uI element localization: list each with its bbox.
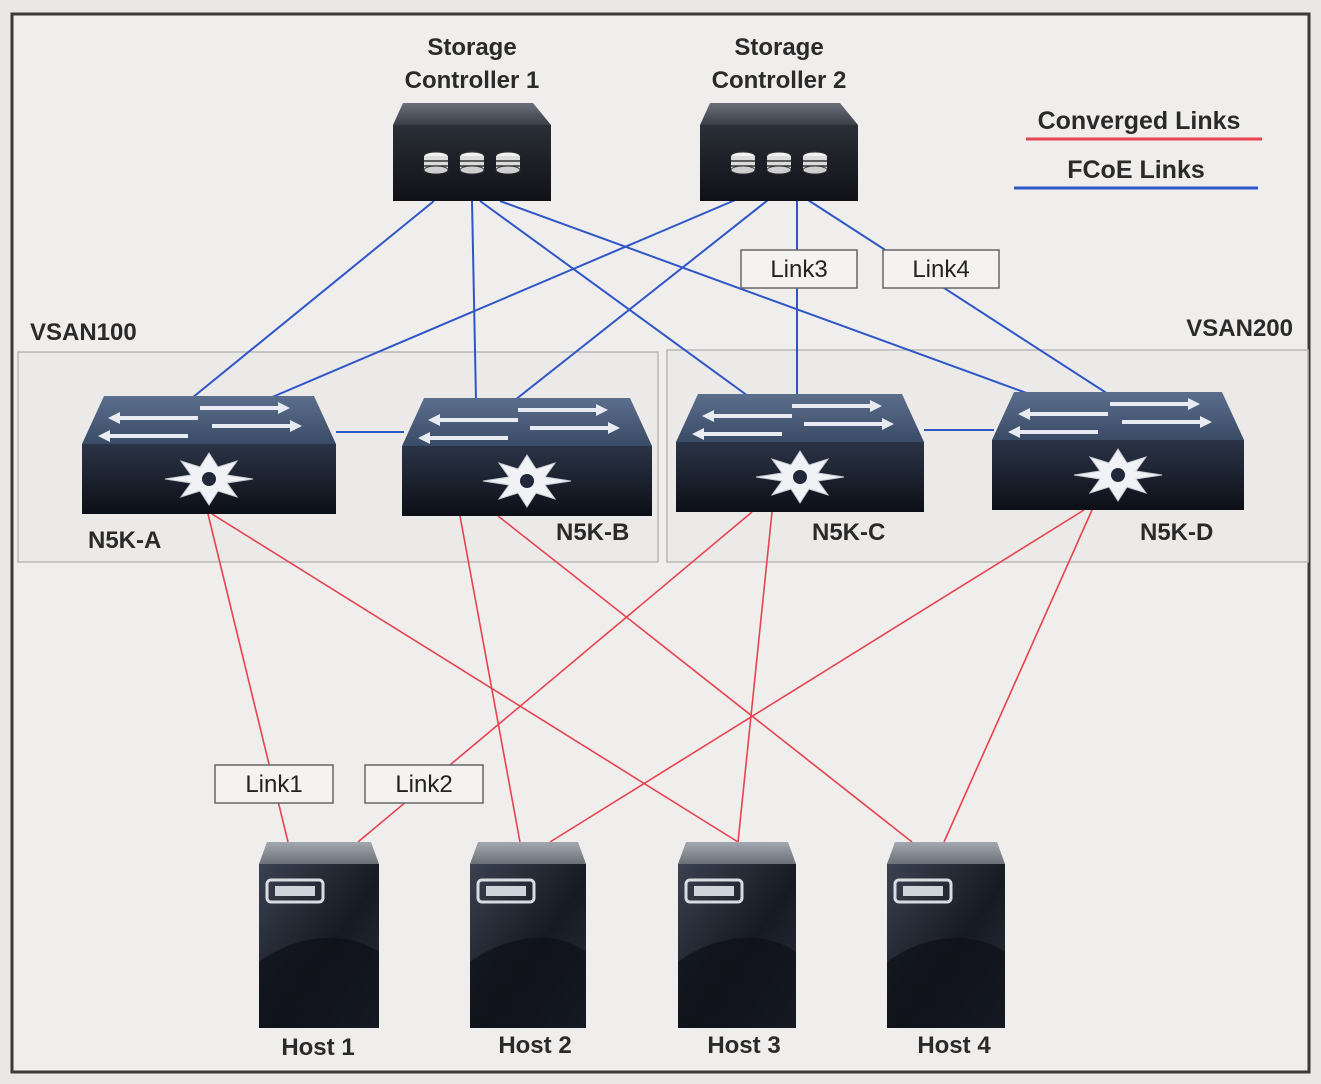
vsan200-label: VSAN200 bbox=[1186, 315, 1293, 342]
host-2[interactable] bbox=[470, 842, 586, 1028]
storage-controller-1-line1: Storage bbox=[427, 34, 516, 61]
link4-tag[interactable]: Link4 bbox=[882, 249, 1000, 289]
fcoe-link-sc1-a bbox=[191, 200, 435, 399]
converged-link-b-h2 bbox=[459, 515, 521, 843]
link2-label: Link2 bbox=[395, 771, 452, 798]
switch-n5k-a[interactable] bbox=[82, 396, 336, 514]
switch-n5k-c[interactable] bbox=[676, 394, 924, 512]
converged-link-d-h4 bbox=[943, 509, 1093, 843]
fcoe-link-sc2-d bbox=[807, 199, 1109, 395]
link3-tag[interactable]: Link3 bbox=[740, 249, 858, 289]
switch-n5k-c-label: N5K-C bbox=[812, 519, 885, 546]
host-4[interactable] bbox=[887, 842, 1005, 1028]
host-2-label: Host 2 bbox=[498, 1032, 571, 1059]
link1-label: Link1 bbox=[245, 771, 302, 798]
link3-label: Link3 bbox=[770, 256, 827, 283]
fcoe-link-sc2-a bbox=[269, 197, 741, 399]
legend-converged-label: Converged Links bbox=[1038, 107, 1241, 135]
legend-fcoe-label: FCoE Links bbox=[1067, 156, 1205, 184]
storage-controller-2-line2: Controller 2 bbox=[712, 67, 847, 94]
switch-n5k-d[interactable] bbox=[992, 392, 1244, 510]
storage-controller-1[interactable] bbox=[393, 103, 551, 201]
fcoe-links bbox=[191, 197, 1109, 433]
link2-tag[interactable]: Link2 bbox=[364, 764, 484, 804]
fcoe-link-sc1-b bbox=[471, 200, 477, 401]
link1-tag[interactable]: Link1 bbox=[214, 764, 334, 804]
storage-controller-2[interactable] bbox=[700, 103, 858, 201]
converged-link-b-h4 bbox=[497, 515, 913, 843]
host-3-label: Host 3 bbox=[707, 1032, 780, 1059]
vsan100-label: VSAN100 bbox=[30, 319, 137, 346]
fcoe-link-sc1-c bbox=[479, 200, 749, 397]
host-1[interactable] bbox=[259, 842, 379, 1028]
fcoe-link-sc2-b bbox=[514, 199, 769, 401]
host-4-label: Host 4 bbox=[917, 1032, 991, 1059]
converged-link-c-h3 bbox=[737, 511, 773, 843]
storage-controller-2-line1: Storage bbox=[734, 34, 823, 61]
fcoe-link-sc1-d bbox=[499, 200, 1033, 396]
switch-n5k-a-label: N5K-A bbox=[88, 527, 161, 554]
link4-label: Link4 bbox=[912, 256, 969, 283]
switch-n5k-b-label: N5K-B bbox=[556, 519, 629, 546]
legend: Converged Links FCoE Links bbox=[1014, 107, 1262, 190]
storage-controller-1-line2: Controller 1 bbox=[405, 67, 540, 94]
converged-link-a-h3 bbox=[211, 513, 739, 843]
host-3[interactable] bbox=[678, 842, 796, 1028]
switch-n5k-b[interactable] bbox=[402, 398, 652, 516]
host-1-label: Host 1 bbox=[281, 1034, 354, 1061]
converged-link-d-h2 bbox=[549, 509, 1085, 843]
switch-n5k-d-label: N5K-D bbox=[1140, 519, 1213, 546]
